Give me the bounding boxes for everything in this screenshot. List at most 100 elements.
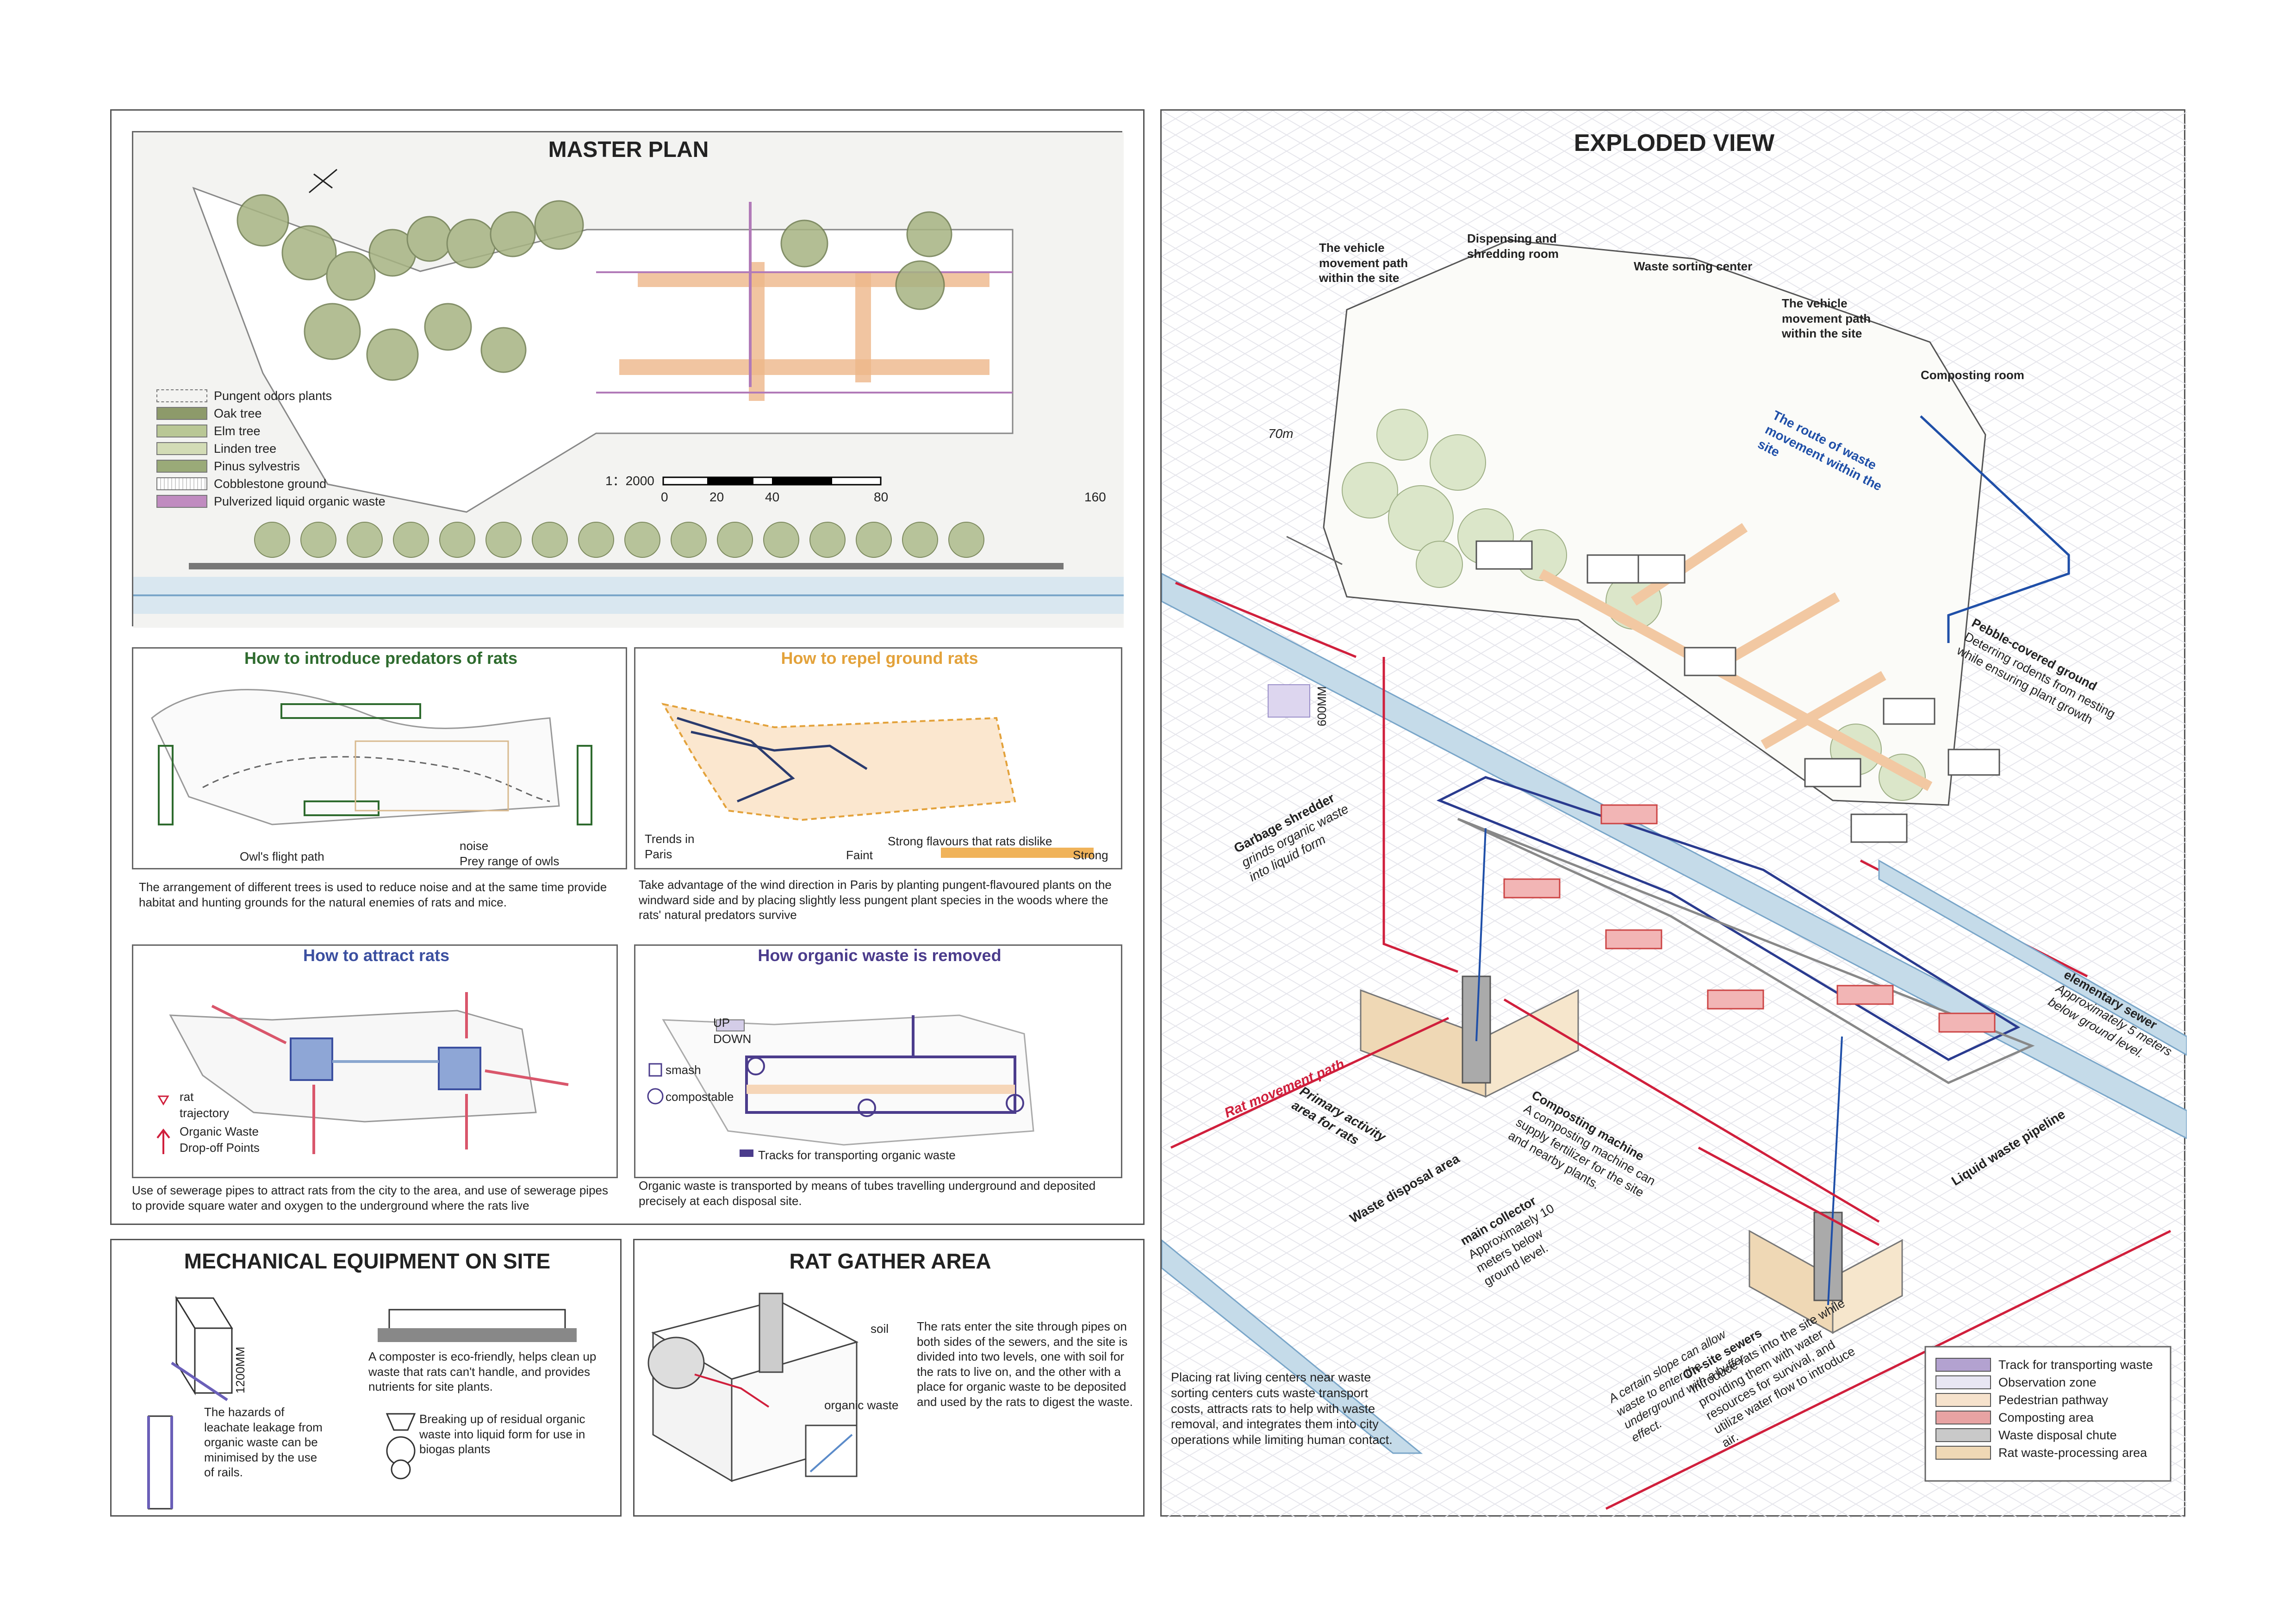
legend-swatch	[1935, 1375, 1991, 1389]
scale-tick-20: 20	[709, 490, 724, 504]
legend-swatch	[156, 477, 207, 490]
legend-swatch	[1935, 1446, 1991, 1460]
predators-caption: The arrangement of different trees is us…	[139, 880, 607, 909]
legend-label: Pinus sylvestris	[214, 459, 300, 473]
dim-600mm-label: 600MM	[1315, 686, 1329, 726]
removed-drawing	[647, 1014, 1034, 1157]
legend-row: Oak tree	[156, 405, 386, 422]
waste-legend: Organic Waste	[180, 1124, 259, 1138]
legend-row: Rat waste-processing area	[1935, 1444, 2153, 1462]
dim-70m-label: 70m	[1268, 426, 1294, 441]
faint-label: Faint	[846, 848, 873, 862]
legend-swatch	[156, 389, 207, 402]
legend-row: Pungent odors plants	[156, 387, 386, 405]
vehicle-path-label-2: The vehicle movement path within the sit…	[1782, 296, 1871, 340]
attract-frame: How to attract rats rat trajectory Organ…	[132, 944, 618, 1178]
mechanical-panel: MECHANICAL EQUIPMENT ON SITE 1200MM The …	[110, 1239, 622, 1517]
legend-row: Observation zone	[1935, 1374, 2153, 1391]
mechanical-drawing	[147, 1295, 577, 1510]
legend-row: Cobblestone ground	[156, 475, 386, 493]
repel-title: How to repel ground rats	[781, 649, 978, 668]
scale-tick-160: 160	[1084, 490, 1106, 504]
smash-label: smash	[666, 1063, 701, 1077]
legend-swatch	[1935, 1393, 1991, 1407]
legend-label: Elm tree	[214, 424, 261, 438]
legend-row: Pinus sylvestris	[156, 457, 386, 475]
attract-title: How to attract rats	[303, 946, 450, 965]
legend-label: Linden tree	[214, 441, 277, 456]
pedestrian-paths-group	[1538, 523, 1933, 791]
legend-label: Cobblestone ground	[214, 476, 327, 491]
repel-frame: How to repel ground rats Trends in Paris…	[634, 647, 1122, 869]
legend-label: Pulverized liquid organic waste	[214, 494, 386, 508]
removed-caption: Organic waste is transported by means of…	[639, 1179, 1096, 1208]
legend-row: Composting area	[1935, 1409, 2153, 1426]
flavours-label: Strong flavours that rats dislike	[888, 834, 1052, 848]
repel-caption: Take advantage of the wind direction in …	[639, 878, 1112, 922]
breaking-text: Breaking up of residual organic waste in…	[419, 1412, 585, 1456]
trajectory-legend: trajectory	[180, 1106, 229, 1120]
exploded-panel: EXPLODED VIEW The vehicle movement path …	[1160, 109, 2187, 1518]
up-label: UP	[713, 1016, 730, 1030]
tree-canopy-group	[236, 194, 952, 381]
dim-1200: 1200MM	[233, 1347, 247, 1394]
legend-row: Track for transporting waste	[1935, 1356, 2153, 1374]
legend-label: Pedestrian pathway	[1998, 1393, 2109, 1407]
master-plan-legend: Pungent odors plants Oak tree Elm tree L…	[156, 387, 386, 510]
scale-tick-80: 80	[874, 490, 889, 504]
exploded-title: EXPLODED VIEW	[1574, 130, 1775, 156]
legend-swatch	[156, 460, 207, 473]
rat-gather-panel: RAT GATHER AREA soil organic waste The r…	[633, 1239, 1145, 1517]
composting-units-group	[1503, 804, 1996, 1033]
rat-gather-title: RAT GATHER AREA	[789, 1249, 991, 1273]
removed-frame: How organic waste is removed UP DOWN sma…	[634, 944, 1122, 1178]
legend-row: Pedestrian pathway	[1935, 1391, 2153, 1409]
soil-label: soil	[871, 1322, 889, 1336]
legend-label: Rat waste-processing area	[1998, 1445, 2147, 1460]
legend-swatch	[156, 425, 207, 437]
sorting-label: Waste sorting center	[1634, 259, 1753, 273]
repel-drawing	[661, 703, 1094, 858]
strong-label: Strong	[1073, 848, 1108, 862]
legend-row: Pulverized liquid organic waste	[156, 493, 386, 510]
legend-row: Linden tree	[156, 440, 386, 457]
owl-path-legend: Owl's flight path	[240, 849, 324, 863]
legend-label: Composting area	[1998, 1410, 2094, 1424]
organic-waste-label: organic waste	[824, 1398, 899, 1412]
composting-room-label: Composting room	[1921, 368, 2024, 382]
legend-label: Track for transporting waste	[1998, 1357, 2153, 1372]
rat-gather-drawing	[647, 1293, 859, 1482]
vehicle-path-label-1: The vehicle movement path within the sit…	[1319, 241, 1408, 285]
legend-label: Oak tree	[214, 406, 262, 420]
legend-row: Waste disposal chute	[1935, 1426, 2153, 1444]
dispensing-label: Dispensing and shredding room	[1467, 231, 1559, 261]
legend-swatch	[1935, 1411, 1991, 1424]
attract-caption: Use of sewerage pipes to attract rats fr…	[132, 1183, 608, 1212]
legend-label: Observation zone	[1998, 1375, 2097, 1389]
legend-swatch	[156, 407, 207, 420]
scale-label: 1：2000	[605, 474, 654, 488]
leachate-text: The hazards of leachate leakage from org…	[204, 1405, 323, 1479]
dropoff-legend: Drop-off Points	[180, 1141, 260, 1155]
down-label: DOWN	[713, 1032, 752, 1046]
legend-swatch	[156, 442, 207, 455]
scale-tick-40: 40	[765, 490, 780, 504]
master-plan-title: MASTER PLAN	[548, 137, 709, 162]
attract-arrows-group	[211, 992, 569, 1154]
street-trees-group	[254, 522, 984, 558]
compostable-label: compostable	[666, 1090, 734, 1104]
tracks-label: Tracks for transporting organic waste	[758, 1148, 956, 1162]
legend-swatch	[156, 495, 207, 508]
composter-text: A composter is eco-friendly, helps clean…	[368, 1349, 597, 1393]
legend-swatch	[1935, 1428, 1991, 1442]
north-arrow-icon	[309, 169, 337, 194]
trends-label: Trends in Paris	[645, 832, 695, 861]
rat-gather-description: The rats enter the site through pipes on…	[917, 1319, 1133, 1409]
master-plan-drawing	[133, 132, 1124, 628]
legend-row: Elm tree	[156, 422, 386, 440]
attract-drawing	[156, 992, 569, 1154]
predators-frame: How to introduce predators of rats Owl's…	[132, 647, 627, 869]
legend-label: Waste disposal chute	[1998, 1428, 2117, 1442]
removed-title: How organic waste is removed	[758, 946, 1002, 965]
exploded-drawing	[1162, 111, 2187, 1518]
